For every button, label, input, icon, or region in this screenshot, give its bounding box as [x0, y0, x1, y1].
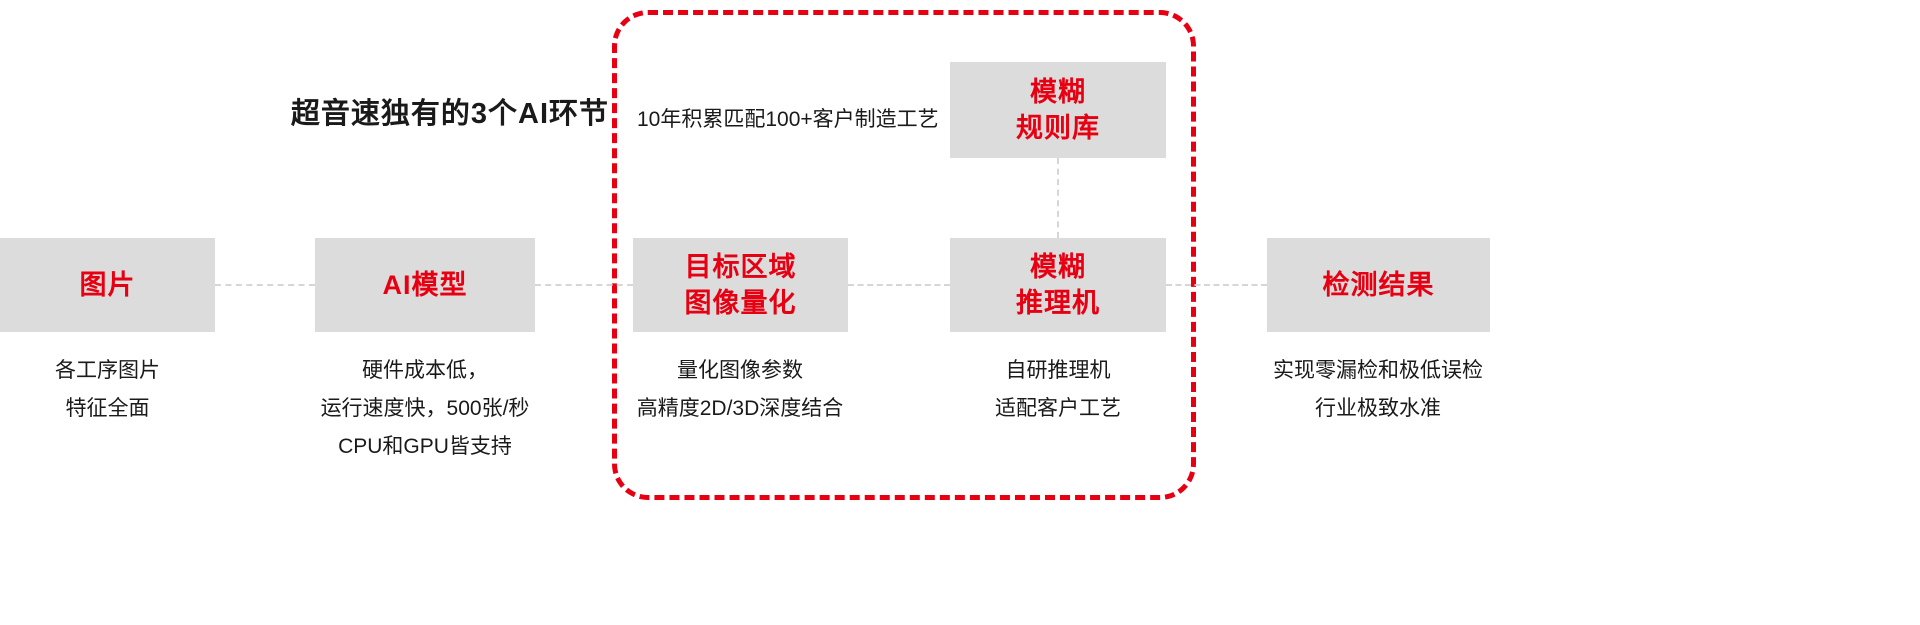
desc-target-quantization-line1: 量化图像参数 — [677, 359, 803, 382]
diagram-title: 超音速独有的3个AI环节 — [290, 98, 610, 130]
desc-image-line1: 各工序图片 — [55, 359, 160, 382]
desc-detection-result-line1: 实现零漏检和极低误检 — [1273, 359, 1483, 382]
node-fuzzy-inference-engine: 模糊 推理机 — [950, 238, 1166, 332]
desc-ai-model: 硬件成本低， 运行速度快，500张/秒 CPU和GPU皆支持 — [265, 352, 585, 466]
desc-image-line2: 特征全面 — [65, 397, 150, 420]
desc-ai-model-line2: 运行速度快，500张/秒 — [320, 397, 530, 420]
node-fuzzy-inference-engine-label-line1: 模糊 — [1030, 252, 1086, 282]
node-image-label: 图片 — [79, 270, 136, 300]
node-fuzzy-rule-base-label-line2: 规则库 — [1016, 113, 1100, 143]
desc-fuzzy-inference-engine-line2: 适配客户工艺 — [995, 397, 1121, 420]
node-detection-result: 检测结果 — [1267, 238, 1490, 332]
frame-annotation: 10年积累匹配100+客户制造工艺 — [637, 108, 939, 131]
node-detection-result-label: 检测结果 — [1322, 270, 1435, 300]
desc-ai-model-line3: CPU和GPU皆支持 — [338, 435, 512, 458]
connector-rules-inference — [1057, 158, 1059, 238]
node-fuzzy-rule-base: 模糊 规则库 — [950, 62, 1166, 158]
node-target-quantization-label-line1: 目标区域 — [684, 252, 797, 282]
connector-inference-result — [1166, 284, 1267, 286]
desc-image: 各工序图片 特征全面 — [0, 352, 215, 428]
node-target-quantization: 目标区域 图像量化 — [633, 238, 848, 332]
node-fuzzy-rule-base-label-line1: 模糊 — [1030, 77, 1086, 107]
node-ai-model: AI模型 — [315, 238, 535, 332]
desc-fuzzy-inference-engine: 自研推理机 适配客户工艺 — [950, 352, 1166, 428]
connector-quantization-inference — [848, 284, 950, 286]
node-target-quantization-label-line2: 图像量化 — [684, 288, 797, 318]
connector-image-aimodel — [215, 284, 315, 286]
ai-steps-highlight-frame — [612, 10, 1196, 500]
desc-detection-result-line2: 行业极致水准 — [1315, 397, 1441, 420]
node-fuzzy-inference-engine-label-line2: 推理机 — [1016, 288, 1100, 318]
node-image: 图片 — [0, 238, 215, 332]
desc-fuzzy-inference-engine-line1: 自研推理机 — [1005, 359, 1111, 382]
desc-target-quantization: 量化图像参数 高精度2D/3D深度结合 — [620, 352, 860, 428]
connector-aimodel-quantization — [535, 284, 633, 286]
desc-target-quantization-line2: 高精度2D/3D深度结合 — [636, 397, 844, 420]
desc-detection-result: 实现零漏检和极低误检 行业极致水准 — [1245, 352, 1511, 428]
desc-ai-model-line1: 硬件成本低， — [362, 359, 488, 382]
node-ai-model-label: AI模型 — [382, 270, 468, 300]
